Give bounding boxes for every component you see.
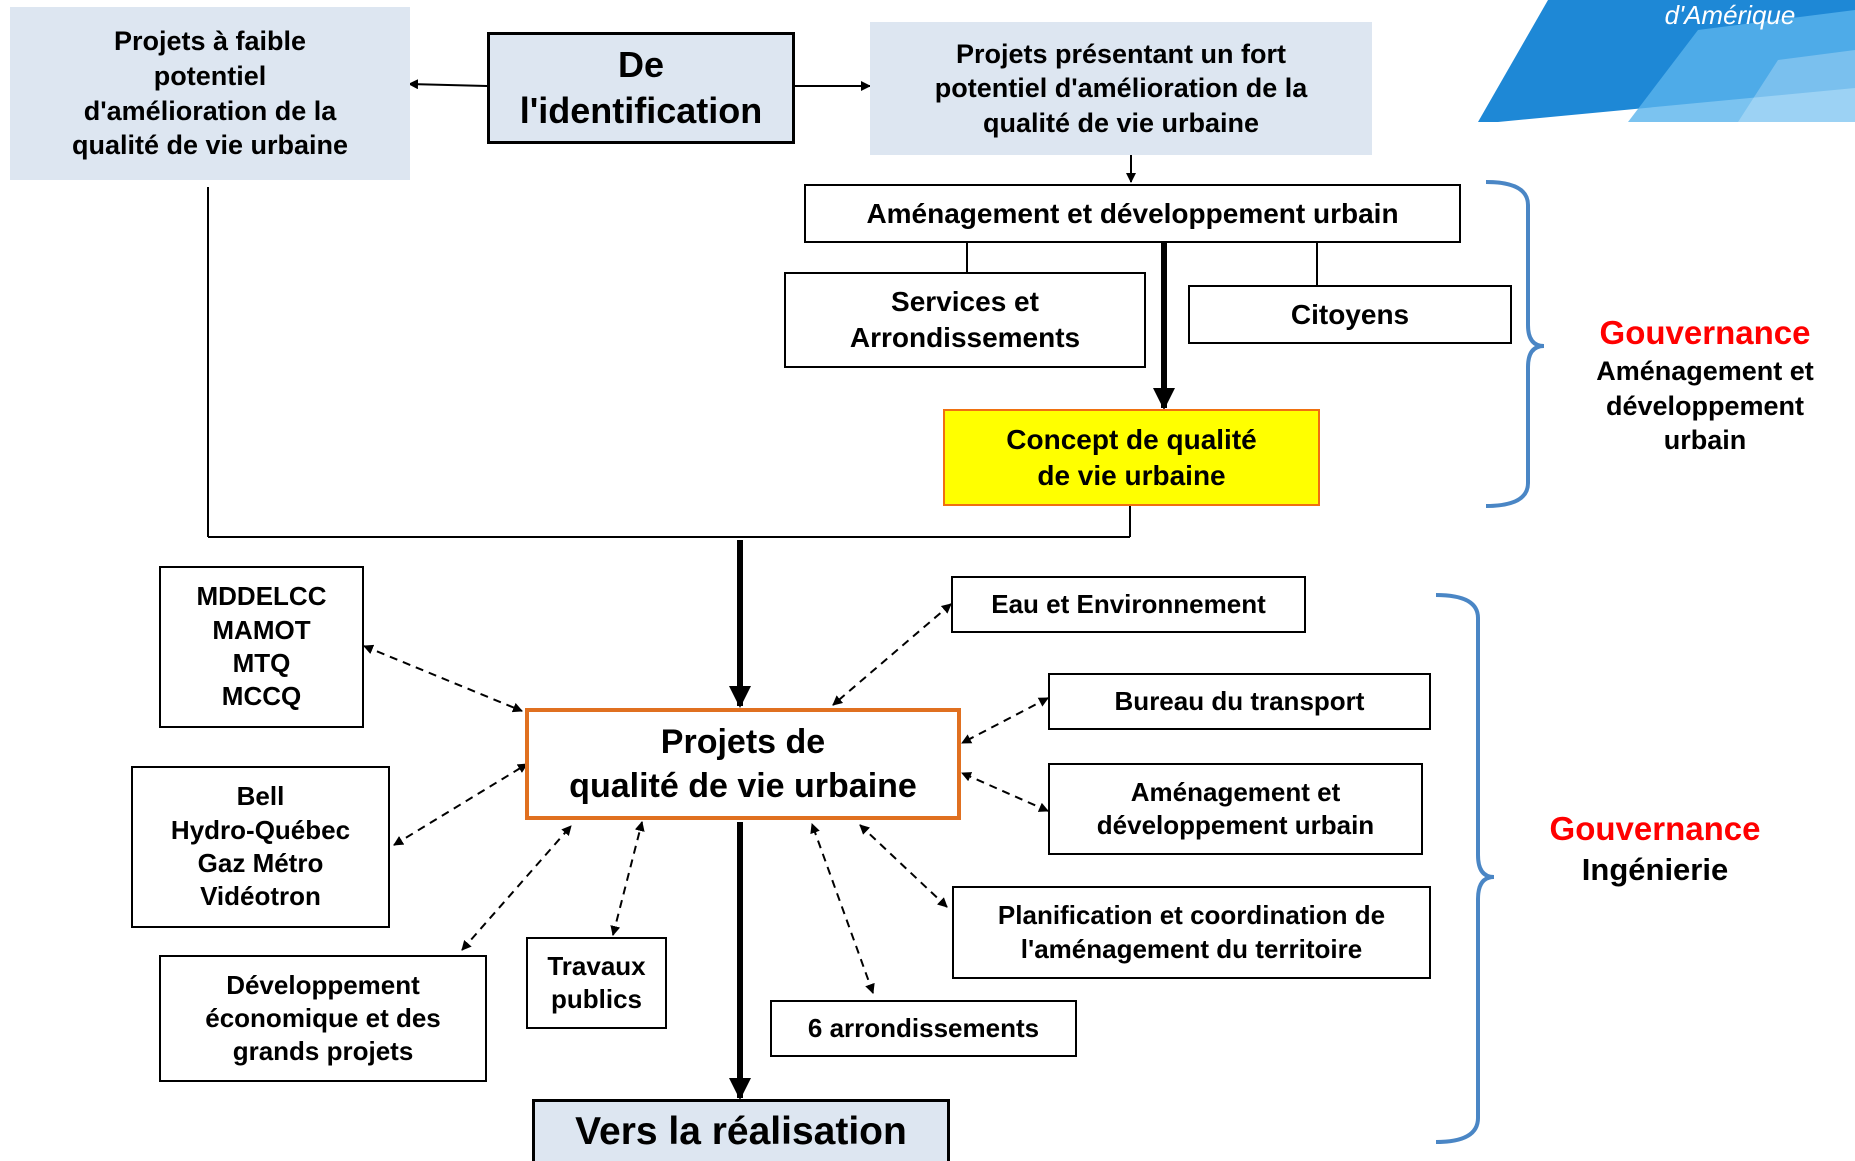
arrow-to-low-potential [408, 79, 488, 90]
logo-text: d'Amérique [1664, 0, 1796, 30]
logo-graphic [1478, 0, 1855, 122]
link-eau [832, 603, 952, 706]
low-potential-box: Projets à faible potentiel d'amélioratio… [10, 7, 410, 180]
realisation-box: Vers la réalisation [532, 1099, 950, 1161]
bureau-box: Bureau du transport [1048, 673, 1431, 730]
high-potential-box: Projets présentant un fort potentiel d'a… [870, 22, 1372, 155]
identification-box: De l'identification [487, 32, 795, 144]
arrondissements6-box: 6 arrondissements [770, 1000, 1077, 1057]
developpement-box: Développement économique et des grands p… [159, 955, 487, 1082]
services-box: Services et Arrondissements [784, 272, 1146, 368]
travaux-box: Travaux publics [526, 937, 667, 1029]
projects-box: Projets de qualité de vie urbaine [525, 708, 961, 820]
link-amenagement-right [961, 772, 1049, 812]
concept-box: Concept de qualité de vie urbaine [943, 409, 1320, 506]
citoyens-box: Citoyens [1188, 285, 1512, 344]
planification-box: Planification et coordination de l'aména… [952, 886, 1431, 979]
amenagement-right-box: Aménagement et développement urbain [1048, 763, 1423, 855]
amenagement-top-box: Aménagement et développement urbain [804, 184, 1461, 243]
brace-top [1485, 180, 1545, 508]
brace-bottom [1435, 593, 1495, 1144]
link-utilities [393, 763, 528, 846]
utilities-box: Bell Hydro-Québec Gaz Métro Vidéotron [131, 766, 390, 928]
eau-box: Eau et Environnement [951, 576, 1306, 633]
link-developpement [461, 825, 572, 951]
link-bureau [961, 697, 1049, 744]
link-planification [859, 824, 948, 908]
governance-top-label: Gouvernance Aménagement et développement… [1596, 314, 1814, 456]
link-6-arrondissements [810, 823, 875, 994]
ministries-box: MDDELCC MAMOT MTQ MCCQ [159, 566, 364, 728]
governance-bottom-label: Gouvernance Ingénierie [1549, 810, 1761, 888]
link-ministries [363, 644, 523, 713]
link-travaux [610, 821, 645, 936]
